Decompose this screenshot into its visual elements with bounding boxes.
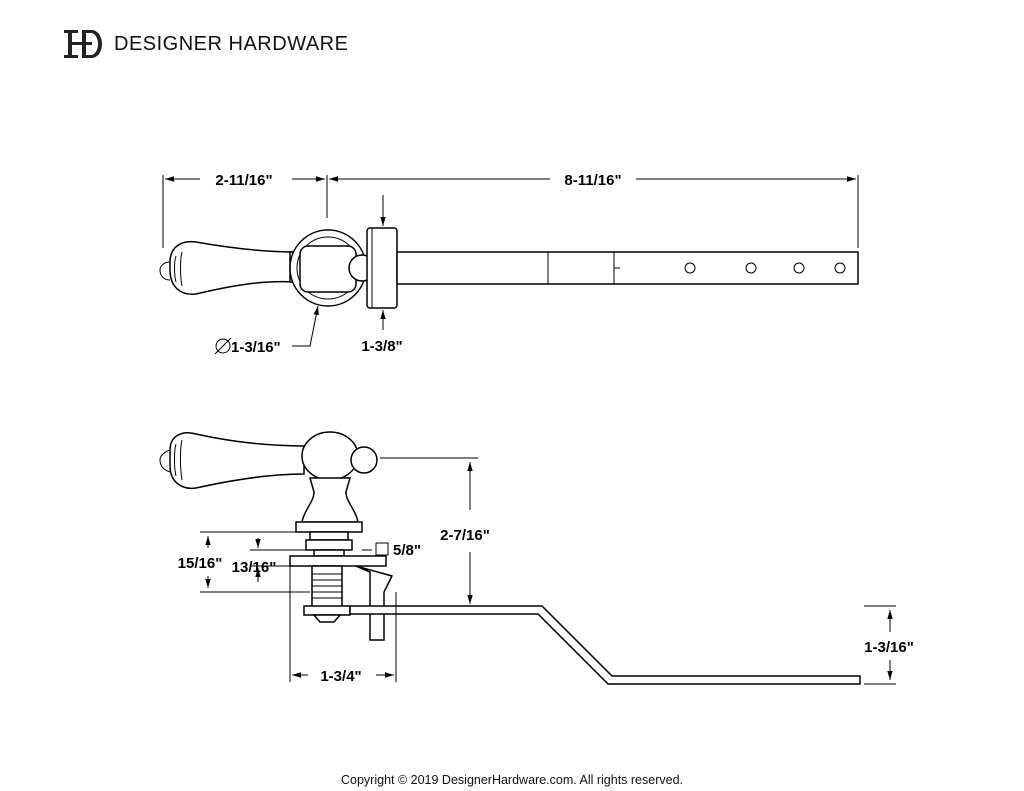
diameter-icon (215, 338, 231, 354)
dim-arm-drop: 1-3/16" (864, 639, 914, 656)
top-view: 2-11/16" 8-11/16" 1-3/8" 1-3/16" (159, 172, 859, 356)
brand-name: DESIGNER HARDWARE (114, 32, 349, 55)
side-view: 2-7/16" 15/16" 13/16" 5/8" 1-3/4" 1-3/16… (159, 431, 914, 685)
arm-hole (793, 262, 805, 274)
dim-upper-thickness: 15/16" (178, 555, 223, 572)
dim-lower-thickness: 13/16" (232, 559, 277, 576)
dim-handle-offset: 2-11/16" (215, 172, 272, 189)
arm-hole (834, 262, 846, 274)
arm-hole (745, 262, 757, 274)
side-threaded-stem (311, 565, 343, 609)
side-hub-ball (301, 431, 359, 481)
dim-square-shank: 5/8" (393, 542, 421, 559)
dim-mount-height: 1-3/8" (361, 338, 402, 355)
dim-overall-height: 2-7/16" (440, 527, 490, 544)
side-flush-arm (349, 605, 861, 685)
side-mount-plate (289, 555, 387, 567)
side-neck (301, 477, 359, 523)
dim-base-width: 1-3/4" (320, 668, 361, 685)
square-icon (375, 542, 389, 556)
side-handle-lever (169, 432, 305, 490)
dh-monogram-logo (64, 30, 102, 58)
side-square-shank (305, 539, 353, 551)
side-lower-lever (355, 565, 394, 641)
arm-hole (684, 262, 696, 274)
dim-arm-length: 8-11/16" (564, 172, 621, 189)
copyright-notice: Copyright © 2019 DesignerHardware.com. A… (341, 773, 683, 787)
dim-escutcheon-diameter: 1-3/16" (231, 339, 281, 356)
header: DESIGNER HARDWARE (62, 26, 348, 62)
top-handle-lever (169, 240, 297, 295)
top-flush-arm (396, 251, 859, 285)
